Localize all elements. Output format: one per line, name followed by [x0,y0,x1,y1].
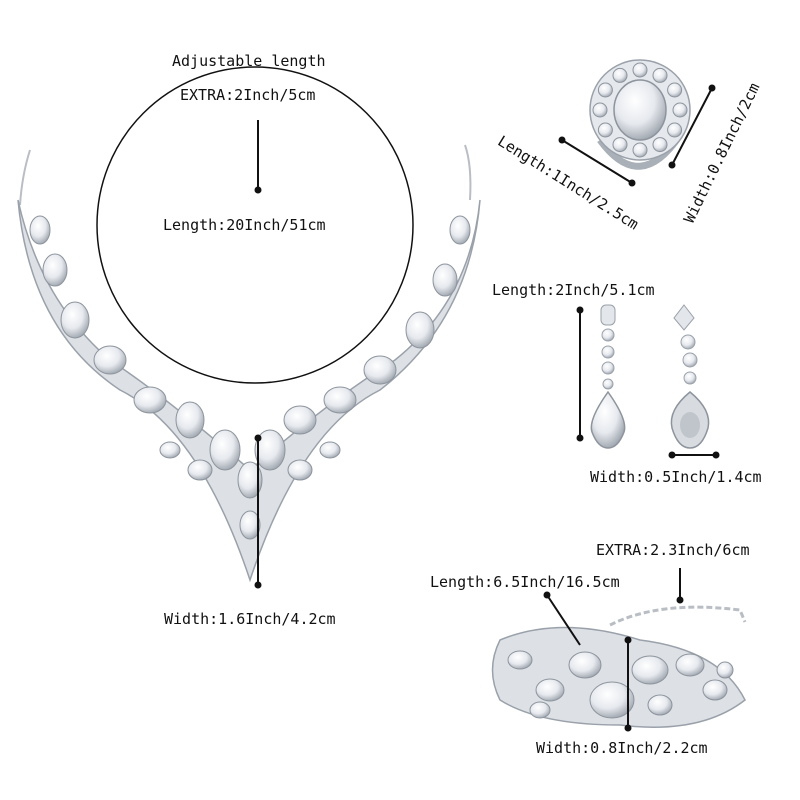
ring-crystal [632,62,648,78]
ring-crystal [667,82,683,98]
earrings [576,304,720,459]
necklace-adjustable-label: Adjustable length [172,52,326,70]
bracelet-length-label: Length:6.5Inch/16.5cm [430,573,620,591]
ring-length-marker [561,139,633,184]
earring-length-dot-a [576,306,584,314]
necklace-crystal [133,386,167,414]
necklace-crystal [93,345,127,375]
earring-front [590,304,626,449]
bracelet-crystal [716,661,734,679]
bracelet-crystal [529,701,551,719]
necklace-extra-label: EXTRA:2Inch/5cm [180,86,316,104]
pendant-marker-top [254,434,262,442]
extra-marker-dot [254,186,262,194]
bracelet-width-dot-a [624,636,632,644]
bracelet-crystal [507,650,533,670]
bracelet-length-dot-a [543,591,551,599]
bracelet-crystal [647,694,673,716]
bracelet [491,568,747,732]
necklace-crystal [405,311,435,349]
necklace-crystal [29,215,51,245]
bracelet-crystal [631,655,669,685]
bracelet-width-label: Width:0.8Inch/2.2cm [536,739,708,757]
ring-halo-crystals [592,62,688,158]
bracelet-crystal [675,653,705,677]
ring-crystal [612,67,628,83]
bracelet-width-dot-b [624,724,632,732]
ring-crystal [652,67,668,83]
ring-width-marker [671,87,713,166]
necklace-crystal [237,461,263,499]
ring-crystal [597,82,613,98]
necklace-length-label: Length:20Inch/51cm [163,216,326,234]
ring [558,59,716,187]
ring-crystal [652,137,668,153]
necklace-crystal [449,215,471,245]
earring-width-label: Width:0.5Inch/1.4cm [590,468,762,486]
bracelet-crystal [702,679,728,701]
necklace [17,66,481,589]
ring-width-dot-a [708,84,716,92]
bracelet-extender-chain [609,605,747,627]
necklace-crystal [287,459,313,481]
bracelet-crystal [535,678,565,702]
ring-crystal [592,102,608,118]
bracelet-extra-dot [676,596,684,604]
necklace-crystal [323,386,357,414]
ring-crystal [672,102,688,118]
necklace-crystal [283,405,317,435]
ring-length-dot-b [628,179,636,187]
ring-center-stone [613,79,667,141]
earring-length-dot-b [576,434,584,442]
earring-width-dot-a [668,451,676,459]
necklace-chain-right [464,144,472,201]
necklace-crystal [363,355,397,385]
bracelet-crystal [568,651,602,679]
necklace-crystal [175,401,205,439]
bracelet-crystal [589,681,635,719]
ring-width-dot-b [668,161,676,169]
necklace-crystal [187,459,213,481]
necklace-crystal [209,429,241,471]
ring-length-dot-a [558,136,566,144]
necklace-crystals [29,215,471,540]
ring-crystal [612,137,628,153]
bracelet-extra-label: EXTRA:2.3Inch/6cm [596,541,750,559]
necklace-crystal [319,441,341,459]
pendant-marker-bottom [254,581,262,589]
necklace-crystal [159,441,181,459]
necklace-width-label: Width:1.6Inch/4.2cm [164,610,336,628]
necklace-crystal [60,301,90,339]
necklace-crystal [254,429,286,471]
earring-width-dot-b [712,451,720,459]
bracelet-crystals [507,650,734,719]
bracelet-body [491,626,746,728]
necklace-length-circle [96,66,414,384]
earring-back [670,304,710,449]
necklace-crystal [42,253,68,287]
necklace-chain-left [19,149,31,206]
ring-crystal [597,122,613,138]
bracelet-length-marker [546,594,581,646]
ring-crystal [632,142,648,158]
earring-length-label: Length:2Inch/5.1cm [492,281,655,299]
necklace-crystal [239,510,261,540]
ring-crystal [667,122,683,138]
necklace-crystal [432,263,458,297]
